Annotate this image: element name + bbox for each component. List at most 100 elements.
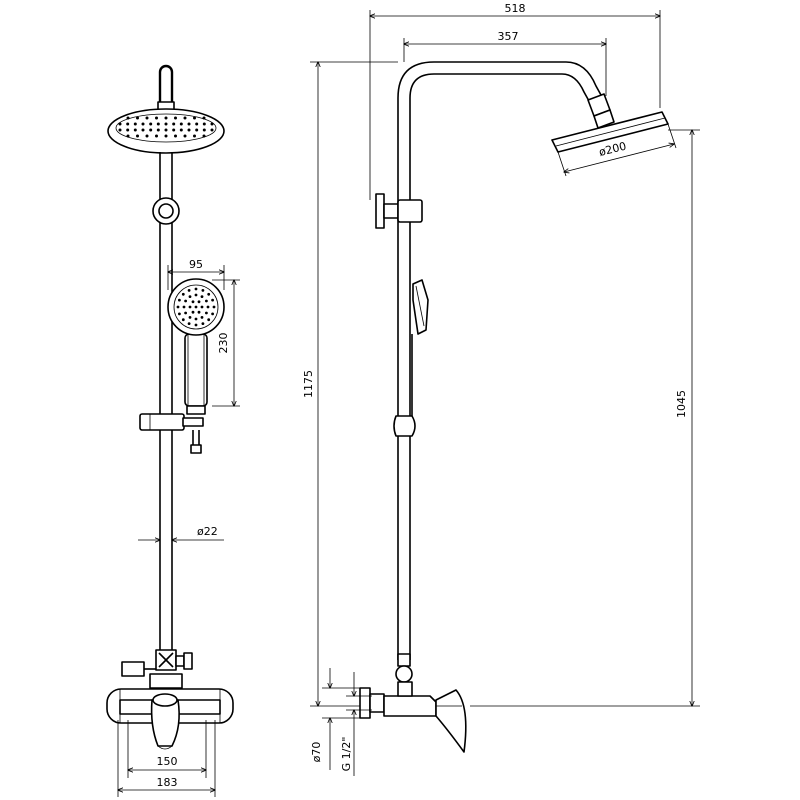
front-hand-shower (167, 278, 225, 415)
hand-nozzle-dot (181, 292, 185, 296)
label-total-height: 1175 (302, 370, 315, 398)
label-connector-spacing: 150 (157, 755, 178, 768)
nozzle-dot (141, 122, 145, 126)
dim-connector-spacing: 150 (128, 720, 206, 778)
nozzle-dot (133, 128, 137, 132)
nozzle-dot (126, 128, 130, 132)
hand-nozzle-dot (178, 298, 181, 302)
label-arm-length: 357 (498, 30, 519, 43)
hand-nozzle-dot (205, 311, 208, 315)
hand-nozzle-dot (181, 318, 185, 322)
nozzle-dot (156, 128, 160, 132)
hand-nozzle-dot (194, 323, 198, 327)
nozzle-dot (179, 122, 183, 126)
hand-nozzle-dot (194, 305, 198, 309)
hand-nozzle-dot (211, 298, 215, 302)
nozzle-dot (202, 128, 206, 132)
hand-nozzle-dot (200, 316, 204, 319)
nozzle-dot (155, 116, 158, 120)
hand-nozzle-dot (187, 322, 191, 325)
label-mixer-width: 183 (157, 776, 178, 789)
hand-nozzle-dot (182, 305, 186, 309)
front-view: 95 230 ø22 150 183 (106, 64, 240, 797)
hand-nozzle-dot (188, 295, 192, 298)
nozzle-dot (164, 134, 168, 138)
label-rail-diameter: ø22 (197, 525, 218, 538)
front-rail (159, 152, 173, 650)
hand-nozzle-dot (201, 289, 205, 292)
label-thread: G 1/2" (340, 737, 353, 772)
dim-hand-shower-length: 230 (212, 280, 240, 406)
nozzle-dot (126, 122, 130, 126)
front-wall-mixer (106, 688, 234, 750)
hand-nozzle-dot (188, 316, 192, 319)
nozzle-dot (187, 122, 191, 126)
hand-nozzle-dot (207, 318, 211, 322)
label-hand-shower-length: 230 (217, 333, 230, 354)
nozzle-dot (149, 122, 153, 126)
side-view: 518 357 ø200 1175 1045 (302, 2, 700, 776)
hand-nozzle-dot (188, 305, 192, 309)
hand-nozzle-dot (197, 300, 201, 304)
hand-nozzle-dot (184, 311, 188, 315)
nozzle-dot (141, 128, 145, 132)
front-rain-shower-head (107, 108, 225, 154)
hand-nozzle-dot (187, 289, 191, 292)
nozzle-dot (164, 116, 168, 120)
hand-nozzle-dot (197, 310, 201, 314)
dim-overall-width: 518 (370, 2, 660, 200)
label-head-height: 1045 (675, 390, 688, 418)
nozzle-dot (126, 134, 130, 138)
nozzle-dot (126, 116, 130, 120)
nozzle-dot (172, 122, 176, 126)
hand-nozzle-dot (194, 293, 198, 297)
nozzle-dot (210, 122, 214, 126)
dim-thread: G 1/2" (340, 672, 372, 776)
nozzle-dot (202, 122, 206, 126)
front-slider-holder (139, 413, 204, 454)
nozzle-dot (145, 116, 149, 120)
nozzle-dot (210, 128, 214, 132)
nozzle-dot (193, 116, 196, 120)
nozzle-dot (179, 128, 183, 132)
nozzle-dot (118, 128, 122, 132)
nozzle-dot (174, 134, 177, 138)
label-head-diameter: ø200 (598, 140, 628, 159)
side-diverter (395, 653, 413, 683)
nozzle-dot (183, 134, 187, 138)
nozzle-dot (174, 116, 177, 120)
hand-nozzle-dot (191, 310, 195, 314)
front-upper-holder (152, 197, 180, 225)
dim-arm-length: 357 (404, 30, 606, 96)
nozzle-dot (164, 128, 168, 132)
dim-hand-shower-width: 95 (168, 258, 224, 290)
nozzle-dot (133, 122, 137, 126)
dim-head-height: 1045 (470, 130, 700, 706)
hand-nozzle-dot (176, 305, 180, 309)
hand-nozzle-dot (194, 317, 198, 321)
nozzle-dot (136, 134, 139, 138)
nozzle-dot (193, 134, 196, 138)
front-riser-top (158, 64, 174, 110)
dim-total-height: 1175 (302, 62, 398, 706)
nozzle-dot (155, 134, 158, 138)
nozzle-dot (195, 122, 199, 126)
nozzle-dot (164, 122, 168, 126)
hand-nozzle-dot (191, 300, 195, 304)
nozzle-dot (156, 122, 160, 126)
side-slider (393, 415, 416, 437)
hand-nozzle-dot (194, 287, 198, 291)
nozzle-dot (136, 116, 139, 120)
hand-nozzle-dot (206, 305, 210, 309)
hand-nozzle-dot (201, 322, 205, 325)
label-hand-shower-width: 95 (189, 258, 203, 271)
nozzle-dot (202, 116, 206, 120)
hand-nozzle-dot (178, 312, 181, 316)
side-wall-mixer (359, 681, 467, 753)
hand-nozzle-dot (211, 312, 215, 316)
front-diverter (121, 649, 193, 689)
side-riser-arm (397, 61, 607, 660)
hand-nozzle-dot (207, 292, 211, 296)
nozzle-dot (172, 128, 176, 132)
